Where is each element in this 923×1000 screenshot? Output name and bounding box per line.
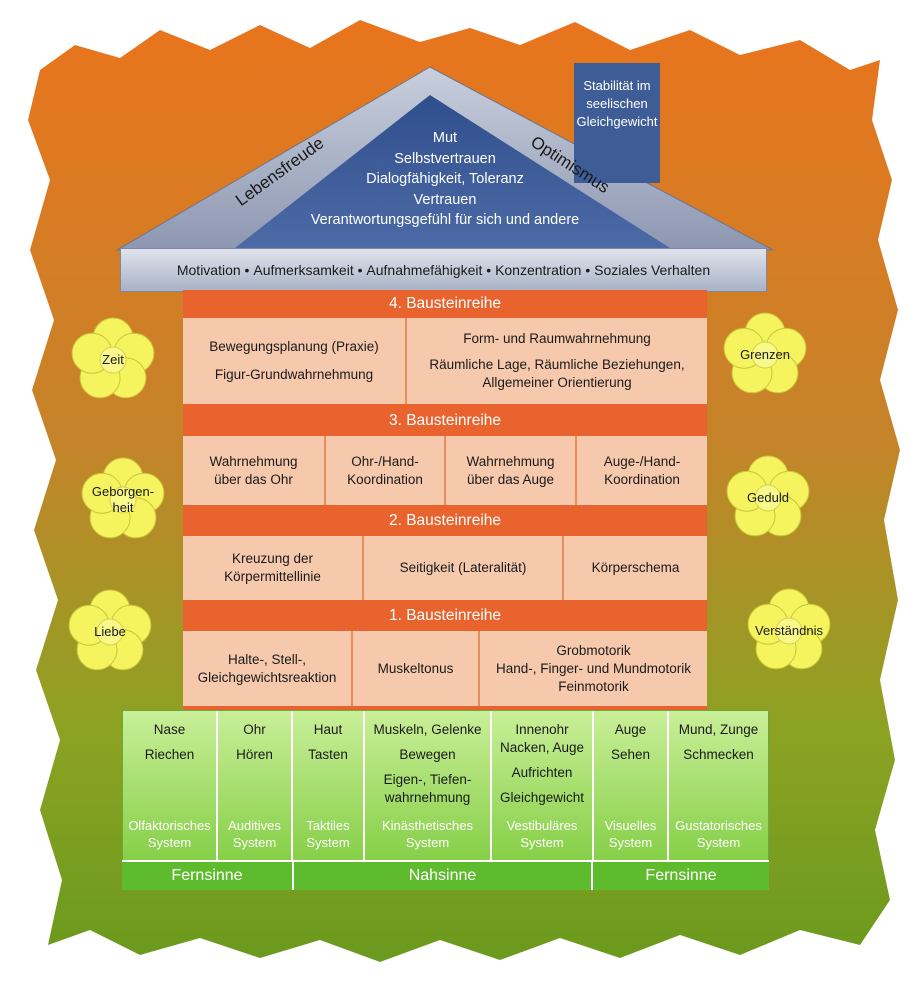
flower-icon — [71, 317, 155, 399]
row-2-cell: Seitigkeit (Lateralität) — [364, 536, 564, 600]
row-1-title: 1. Bausteinreihe — [183, 603, 707, 629]
row-2-title: 2. Bausteinreihe — [183, 508, 707, 534]
system-label: Olfaktorisches System — [128, 818, 211, 850]
system-label: Visuelles System — [604, 818, 657, 850]
row-1-cell: Grobmotorik Hand-, Finger- und Mundmotor… — [480, 631, 707, 706]
row-3-cell: Wahrnehmung über das Auge — [446, 436, 577, 505]
footer-fernsinne-left: Fernsinne — [122, 862, 294, 890]
sense-olfactory: Nase Riechen Olfaktorisches System — [123, 711, 218, 861]
sense-auditory: Ohr Hören Auditives System — [218, 711, 293, 861]
flower-icon — [723, 312, 807, 394]
row-1-cell: Halte-, Stell-, Gleichgewichtsreaktion — [183, 631, 353, 706]
sense-gustatory: Mund, Zunge Schmecken Gustatorisches Sys… — [669, 711, 768, 861]
eave-bar: Motivation • Aufmerksamkeit • Aufnahmefä… — [120, 248, 767, 292]
sense-kinesthetic: Muskeln, Gelenke Bewegen Eigen-, Tiefen-… — [365, 711, 492, 861]
row-3-cell: Auge-/Hand- Koordination — [577, 436, 707, 505]
flower-label: Verständnis — [755, 623, 823, 638]
footer-nahsinne: Nahsinne — [294, 862, 593, 890]
row-4-cell: Bewegungsplanung (Praxie) Figur-Grundwah… — [183, 318, 407, 404]
flower-icon — [747, 588, 831, 670]
senses-foundation: Nase Riechen Olfaktorisches System Ohr H… — [122, 710, 769, 862]
flower: Liebe — [62, 584, 158, 680]
senses-footer: Fernsinne Nahsinne Fernsinne — [122, 860, 769, 890]
flower-label: Grenzen — [740, 347, 790, 362]
row-3-cell: Ohr-/Hand- Koordination — [326, 436, 446, 505]
chimney-text: Stabilität im seelischen Gleichgewicht — [576, 78, 658, 129]
flower: Zeit — [65, 312, 161, 408]
row-4-cell: Form- und Raumwahrnehmung Räumliche Lage… — [407, 318, 707, 404]
system-label: Taktiles System — [306, 818, 350, 850]
chimney: Stabilität im seelischen Gleichgewicht — [574, 63, 660, 183]
row-2: Kreuzung der Körpermittellinie Seitigkei… — [183, 536, 707, 600]
row-1-cell: Muskeltonus — [353, 631, 480, 706]
row-2-cell: Körperschema — [564, 536, 707, 600]
flower-label: Liebe — [94, 624, 126, 639]
row-3-cell: Wahrnehmung über das Ohr — [183, 436, 326, 505]
sense-vestibular: Innenohr Nacken, Auge Aufrichten Gleichg… — [492, 711, 594, 861]
flower: Geduld — [720, 450, 816, 546]
row-3: Wahrnehmung über das Ohr Ohr-/Hand- Koor… — [183, 436, 707, 505]
system-label: Kinästhetisches System — [381, 818, 474, 850]
system-label: Vestibuläres System — [506, 818, 578, 850]
flower-label: Zeit — [102, 352, 124, 367]
sense-tactile: Haut Tasten Taktiles System — [293, 711, 365, 861]
sense-visual: Auge Sehen Visuelles System — [594, 711, 669, 861]
flower-icon — [81, 457, 165, 539]
flower-label: Geduld — [747, 490, 789, 505]
roof-values: Mut Selbstvertrauen Dialogfähigkeit, Tol… — [310, 130, 580, 228]
flower: Verständnis — [741, 583, 837, 679]
flower-icon — [726, 455, 810, 537]
footer-fernsinne-right: Fernsinne — [645, 867, 717, 884]
flower: Grenzen — [717, 307, 813, 403]
flower: Geborgen- heit — [75, 452, 171, 548]
row-3-title: 3. Bausteinreihe — [183, 408, 707, 434]
row-4: Bewegungsplanung (Praxie) Figur-Grundwah… — [183, 318, 707, 404]
flower-label: Geborgen- heit — [91, 484, 155, 515]
row-2-cell: Kreuzung der Körpermittellinie — [183, 536, 364, 600]
system-label: Gustatorisches System — [675, 818, 762, 850]
flower-icon — [68, 589, 152, 671]
row-4-title: 4. Bausteinreihe — [183, 292, 707, 316]
system-label: Auditives System — [228, 818, 281, 850]
row-1: Halte-, Stell-, Gleichgewichtsreaktion M… — [183, 631, 707, 706]
